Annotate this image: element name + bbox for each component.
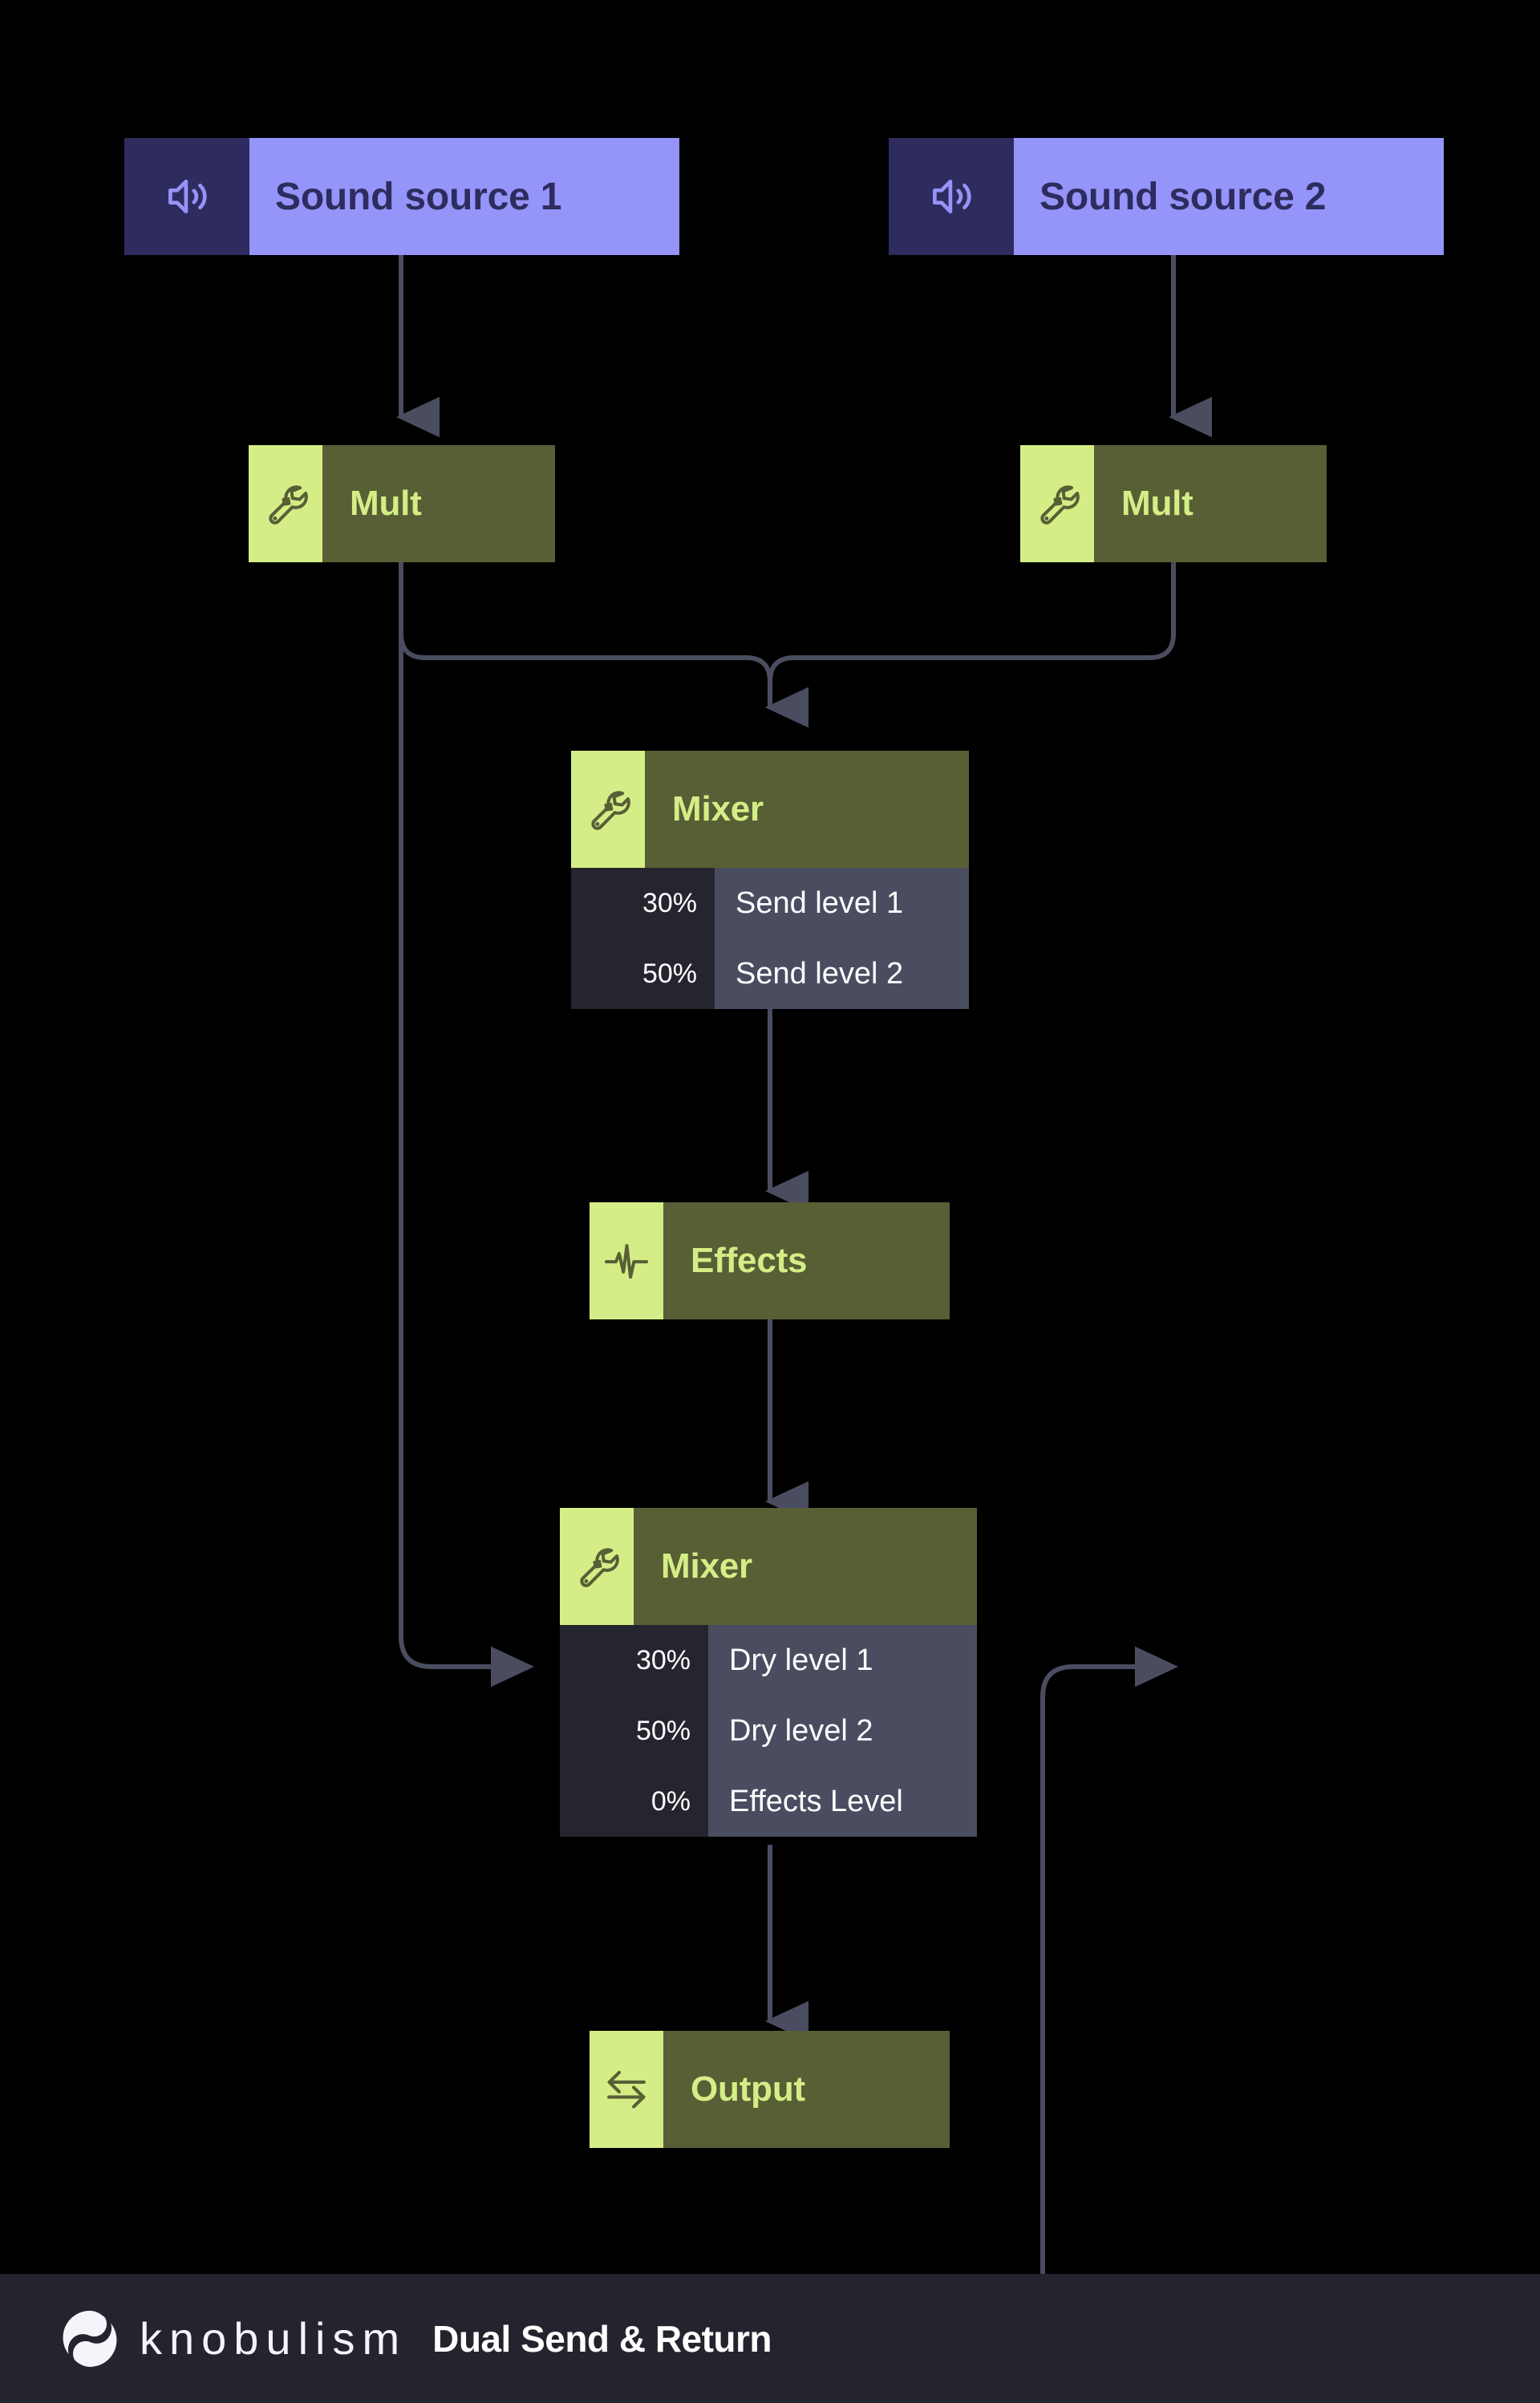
parameter-value: 50% xyxy=(571,938,715,1009)
parameter-row[interactable]: 0% Effects Level xyxy=(560,1766,977,1837)
node-sound-source-1[interactable]: Sound source 1 xyxy=(124,138,679,255)
parameter-row[interactable]: 50% Dry level 2 xyxy=(560,1696,977,1766)
wrench-icon xyxy=(560,1508,634,1625)
wrench-icon xyxy=(249,445,322,562)
node-output[interactable]: Output xyxy=(590,2031,950,2148)
parameter-label: Send level 2 xyxy=(715,938,969,1009)
node-title: Mult xyxy=(1094,445,1327,562)
swap-arrows-icon xyxy=(590,2031,663,2148)
node-title: Sound source 2 xyxy=(1014,138,1444,255)
parameter-value: 0% xyxy=(560,1766,708,1837)
node-header: Output xyxy=(590,2031,950,2148)
parameter-value: 50% xyxy=(560,1696,708,1766)
parameter-value: 30% xyxy=(571,868,715,938)
node-mixer-return[interactable]: Mixer 30% Dry level 1 50% Dry level 2 0%… xyxy=(560,1508,977,1837)
knobulism-logo-icon xyxy=(59,2308,120,2369)
parameter-label: Dry level 2 xyxy=(708,1696,977,1766)
parameter-row[interactable]: 30% Dry level 1 xyxy=(560,1625,977,1696)
speaker-icon xyxy=(124,138,249,255)
node-title: Mixer xyxy=(634,1508,977,1625)
node-header: Sound source 2 xyxy=(889,138,1444,255)
node-title: Mixer xyxy=(645,751,969,868)
node-mixer-send[interactable]: Mixer 30% Send level 1 50% Send level 2 xyxy=(571,751,969,1009)
parameter-label: Effects Level xyxy=(708,1766,977,1837)
wire-mult1-dry-to-mixer-return xyxy=(399,561,534,1688)
node-title: Output xyxy=(663,2031,950,2148)
node-mult-1[interactable]: Mult xyxy=(249,445,555,562)
node-mult-2[interactable]: Mult xyxy=(1020,445,1327,562)
node-header: Effects xyxy=(590,1202,950,1319)
wire-mult2-to-mixer-send xyxy=(765,561,1176,728)
node-header: Mult xyxy=(249,445,555,562)
parameter-rows: 30% Dry level 1 50% Dry level 2 0% Effec… xyxy=(560,1625,977,1837)
wrench-icon xyxy=(571,751,645,868)
wrench-icon xyxy=(1020,445,1094,562)
waveform-icon xyxy=(590,1202,663,1319)
node-header: Mixer xyxy=(571,751,969,868)
node-effects[interactable]: Effects xyxy=(590,1202,950,1319)
node-header: Mult xyxy=(1020,445,1327,562)
parameter-value: 30% xyxy=(560,1625,708,1696)
parameter-label: Send level 1 xyxy=(715,868,969,938)
parameter-rows: 30% Send level 1 50% Send level 2 xyxy=(571,868,969,1009)
wire-mult1-to-mixer-send xyxy=(399,561,808,728)
node-title: Sound source 1 xyxy=(249,138,679,255)
parameter-row[interactable]: 50% Send level 2 xyxy=(571,938,969,1009)
node-sound-source-2[interactable]: Sound source 2 xyxy=(889,138,1444,255)
node-title: Mult xyxy=(322,445,555,562)
parameter-label: Dry level 1 xyxy=(708,1625,977,1696)
parameter-row[interactable]: 30% Send level 1 xyxy=(571,868,969,938)
node-header: Mixer xyxy=(560,1508,977,1625)
node-header: Sound source 1 xyxy=(124,138,679,255)
node-title: Effects xyxy=(663,1202,950,1319)
footer-title: Dual Send & Return xyxy=(432,2317,772,2360)
speaker-icon xyxy=(889,138,1014,255)
brand-name: knobulism xyxy=(140,2313,407,2364)
footer-bar: knobulism Dual Send & Return xyxy=(0,2274,1540,2403)
